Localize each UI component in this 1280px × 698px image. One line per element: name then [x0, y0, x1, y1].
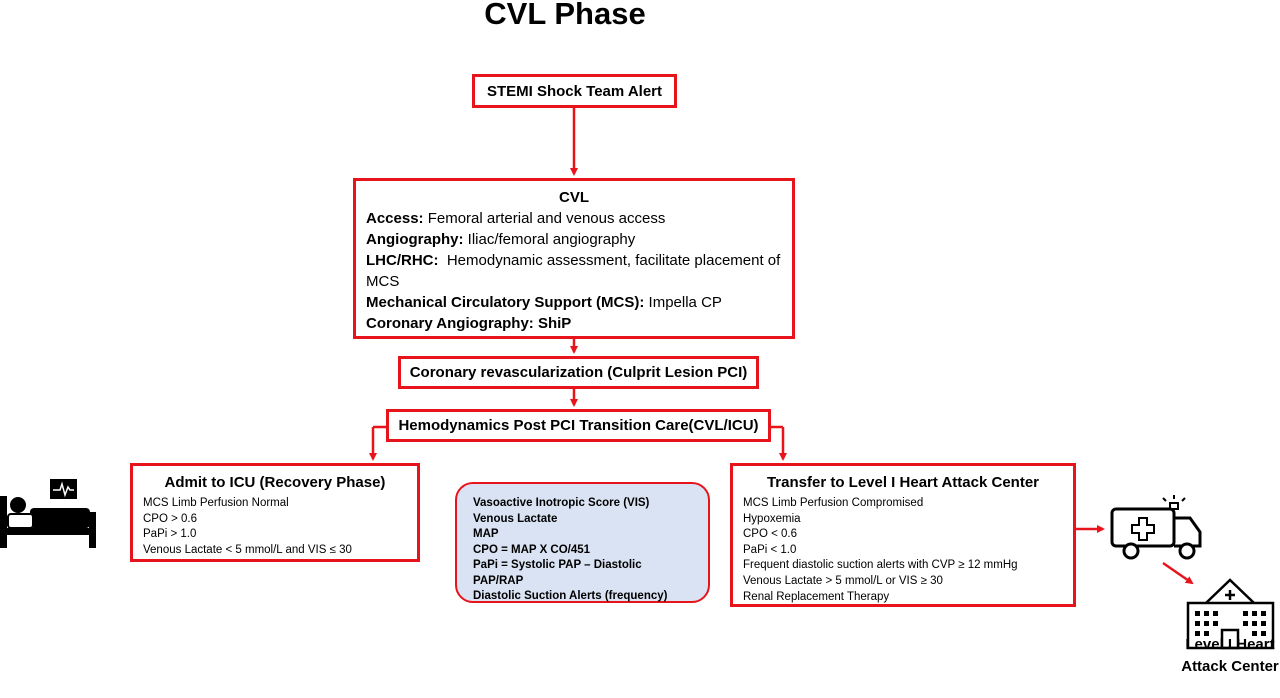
- list-item: Vasoactive Inotropic Score (VIS): [473, 497, 650, 509]
- list-item: Venous Lactate: [473, 512, 558, 525]
- icu-heading: Admit to ICU (Recovery Phase): [164, 474, 386, 491]
- list-item: CPO < 0.6: [743, 528, 798, 541]
- icu-box: Admit to ICU (Recovery Phase) MCS Limb P…: [130, 463, 420, 562]
- heart-attack-center-label: Level I Heart Attack Center: [1170, 634, 1280, 678]
- transfer-criteria-list: MCS Limb Perfusion Compromised Hypoxemia…: [743, 496, 1063, 605]
- list-item: Frequent diastolic suction alerts with C…: [743, 559, 1018, 572]
- hemodynamics-text: Hemodynamics Post PCI Transition Care(CV…: [398, 417, 759, 434]
- cvl-row-lhc-rhc: LHC/RHC: Hemodynamic assessment, facilit…: [366, 252, 785, 290]
- list-item: Diastolic Suction Alerts (frequency): [473, 590, 668, 602]
- monitoring-parameters-box: Vasoactive Inotropic Score (VIS) Venous …: [455, 482, 710, 603]
- cvl-heading: CVL: [559, 189, 589, 206]
- patient-bed-monitor-icon: [0, 479, 96, 548]
- cvl-row-angiography: Angiography: Iliac/femoral angiography: [366, 231, 636, 248]
- icu-criteria-list: MCS Limb Perfusion Normal CPO > 0.6 PaPi…: [143, 496, 407, 558]
- list-item: PaPi < 1.0: [743, 543, 797, 556]
- list-item: PaPi > 1.0: [143, 528, 197, 541]
- list-item: PaPi = Systolic PAP – Diastolic PAP/RAP: [473, 559, 642, 587]
- ambulance-icon: [1110, 495, 1202, 560]
- hospital-icon: [1186, 578, 1275, 650]
- list-item: MCS Limb Perfusion Normal: [143, 497, 289, 509]
- cvl-row-mcs: Mechanical Circulatory Support (MCS): Im…: [366, 294, 722, 311]
- list-item: Hypoxemia: [743, 512, 801, 525]
- list-item: CPO = MAP X CO/451: [473, 543, 591, 556]
- revascularization-text: Coronary revascularization (Culprit Lesi…: [409, 364, 748, 381]
- center-label-line2: Attack Center: [1181, 658, 1279, 675]
- list-item: MAP: [473, 528, 499, 540]
- transfer-heading: Transfer to Level I Heart Attack Center: [766, 474, 1040, 491]
- page-title: CVL Phase: [484, 0, 646, 31]
- list-item: MCS Limb Perfusion Compromised: [743, 497, 924, 509]
- list-item: CPO > 0.6: [143, 512, 198, 525]
- cvl-row-access: Access: Femoral arterial and venous acce…: [366, 210, 666, 227]
- list-item: Venous Lactate > 5 mmol/L or VIS ≥ 30: [743, 574, 943, 587]
- cvl-row-coronary-angiography: Coronary Angiography: ShiP: [366, 315, 572, 332]
- stemi-alert-text: STEMI Shock Team Alert: [486, 82, 663, 100]
- cvl-box: CVL Access: Femoral arterial and venous …: [353, 178, 795, 339]
- hemodynamics-box: Hemodynamics Post PCI Transition Care(CV…: [386, 409, 771, 442]
- list-item: Renal Replacement Therapy: [743, 590, 890, 603]
- arrow-ambulance-to-hospital: [1162, 561, 1194, 585]
- transfer-box: Transfer to Level I Heart Attack Center …: [730, 463, 1076, 607]
- center-label-line1: Level I Heart: [1185, 636, 1275, 653]
- list-item: Venous Lactate < 5 mmol/L and VIS ≤ 30: [143, 543, 352, 556]
- stemi-alert-box: STEMI Shock Team Alert: [472, 74, 677, 108]
- revascularization-box: Coronary revascularization (Culprit Lesi…: [398, 356, 759, 389]
